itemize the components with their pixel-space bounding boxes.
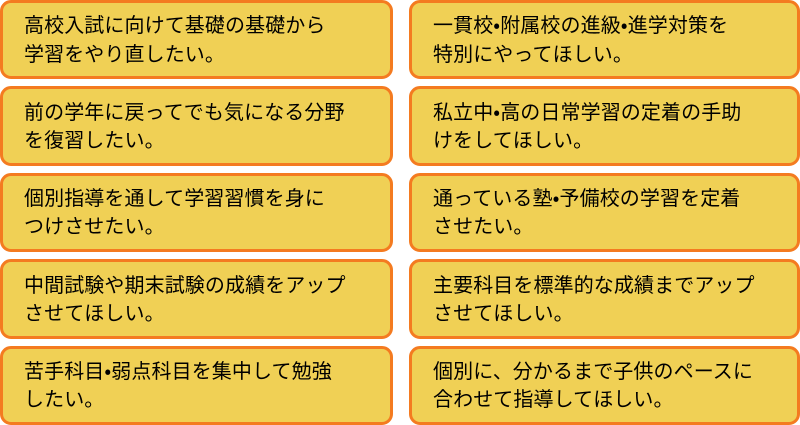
need-card-1-text: 高校入試に向けて基礎の基礎から 学習をやり直したい。 (24, 13, 326, 66)
need-card-10[interactable]: 個別に、分かるまで子供のペースに 合わせて指導してほしい。 (409, 345, 800, 425)
need-card-2-text: 前の学年に戻ってでも気になる分野 を復習したい。 (24, 99, 345, 153)
need-card-6[interactable]: 一貫校・附属校の進級・進学対策を 特別にやってほしい。 (409, 0, 800, 80)
need-card-7-text: 私立中・高の日常学習の定着の手助 けをしてほしい。 (433, 99, 742, 153)
need-card-3-text: 個別指導を通して学習習慣を身に つけさせたい。 (24, 186, 325, 239)
need-card-7[interactable]: 私立中・高の日常学習の定着の手助 けをしてほしい。 (409, 86, 800, 166)
need-card-10-text: 個別に、分かるまで子供のペースに 合わせて指導してほしい。 (433, 358, 753, 412)
need-card-4[interactable]: 中間試験や期末試験の成績をアップ させてほしい。 (0, 259, 393, 339)
need-card-8[interactable]: 通っている塾・予備校の学習を定着 させたい。 (409, 172, 800, 253)
need-card-6-text: 一貫校・附属校の進級・進学対策を 特別にやってほしい。 (433, 13, 729, 66)
need-card-4-text: 中間試験や期末試験の成績をアップ させてほしい。 (24, 272, 346, 325)
need-card-2[interactable]: 前の学年に戻ってでも気になる分野 を復習したい。 (0, 86, 393, 166)
need-card-1[interactable]: 高校入試に向けて基礎の基礎から 学習をやり直したい。 (0, 0, 393, 80)
need-card-8-text: 通っている塾・予備校の学習を定着 させたい。 (433, 186, 741, 239)
need-card-9-text: 主要科目を標準的な成績までアップ させてほしい。 (433, 272, 755, 325)
need-card-9[interactable]: 主要科目を標準的な成績までアップ させてほしい。 (409, 259, 800, 339)
need-card-3[interactable]: 個別指導を通して学習習慣を身に つけさせたい。 (0, 172, 393, 253)
need-card-5[interactable]: 苦手科目・弱点科目を集中して勉強 したい。 (0, 345, 393, 425)
need-card-5-text: 苦手科目・弱点科目を集中して勉強 したい。 (24, 358, 332, 412)
